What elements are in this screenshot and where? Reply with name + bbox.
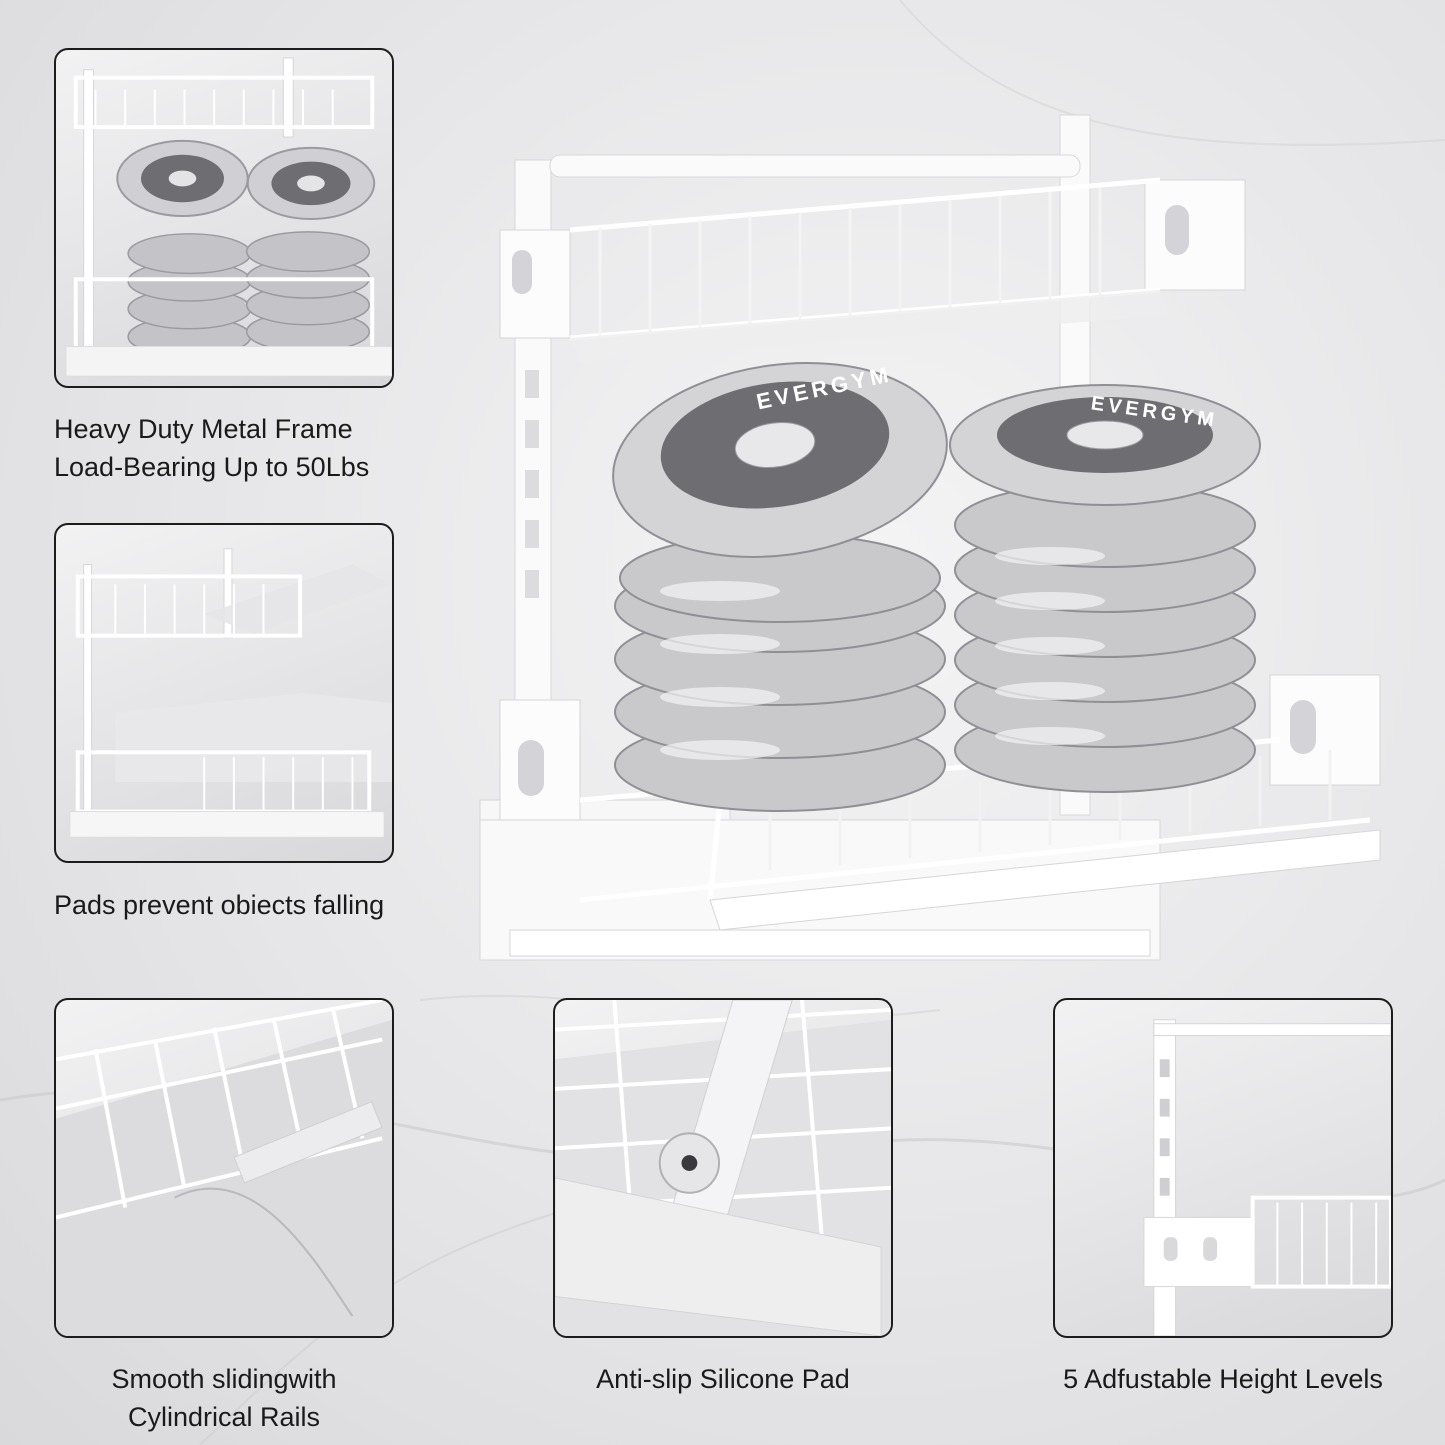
feature-image-silicone	[553, 998, 893, 1338]
caption-rails-line1: Smooth slidingwith	[111, 1364, 337, 1394]
caption-height-line1: 5 Adfustable Height Levels	[1063, 1364, 1383, 1394]
caption-frame: Heavy Duty Metal Frame Load-Bearing Up t…	[54, 410, 369, 486]
feature-image-pads	[54, 523, 394, 863]
base-tray	[509, 929, 1151, 957]
top-bar	[549, 154, 1081, 178]
feature-image-height	[1053, 998, 1393, 1338]
caption-pads: Pads prevent obiects falling	[54, 886, 384, 924]
caption-pads-line1: Pads prevent obiects falling	[54, 890, 385, 920]
hero-product-image: EVERGYM EVERGYM	[470, 100, 1400, 980]
caption-frame-line2: Load-Bearing Up to 50Lbs	[54, 452, 370, 482]
caption-frame-line1: Heavy Duty Metal Frame	[54, 414, 353, 444]
caption-height: 5 Adfustable Height Levels	[1033, 1360, 1413, 1398]
caption-silicone-line1: Anti-slip Silicone Pad	[596, 1364, 850, 1394]
feature-image-rails	[54, 998, 394, 1338]
weight-plates-left: EVERGYM	[612, 361, 948, 812]
caption-rails: Smooth slidingwith Cylindrical Rails	[54, 1360, 394, 1436]
caption-rails-line2: Cylindrical Rails	[127, 1402, 321, 1432]
top-basket	[499, 177, 1246, 362]
feature-image-frame	[54, 48, 394, 388]
weight-plates-right: EVERGYM	[949, 384, 1261, 793]
caption-silicone: Anti-slip Silicone Pad	[553, 1360, 893, 1398]
